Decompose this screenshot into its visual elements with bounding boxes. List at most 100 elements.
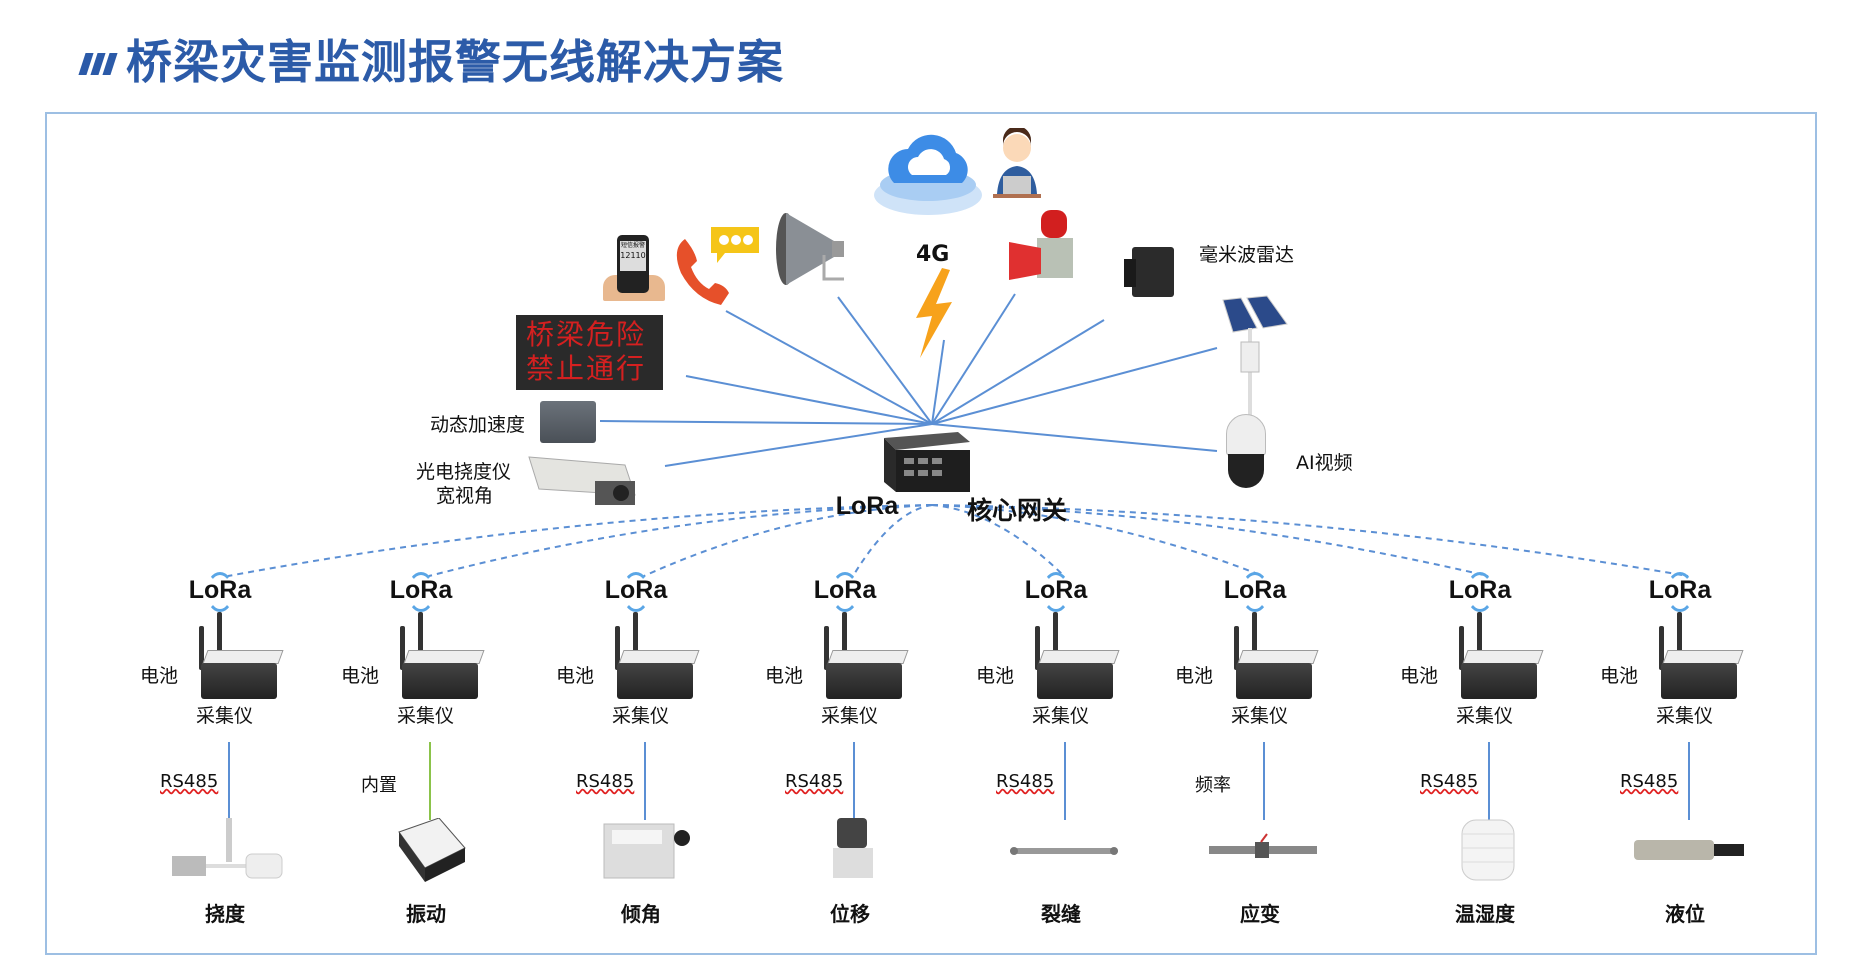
collector-device-icon (820, 612, 909, 699)
accelerometer-icon (540, 401, 596, 443)
lora-link-line (428, 504, 933, 577)
collector-device-icon (1455, 612, 1544, 699)
core-gateway-label: 核心网关 (967, 496, 1068, 525)
lora-link-line (852, 504, 933, 577)
solar-pole-icon (1217, 282, 1297, 422)
deflection-camera-label-1: 光电挠度仪 (416, 461, 512, 483)
wireless-link-line (685, 375, 933, 425)
operator-icon (989, 126, 1045, 202)
displacement-sensor-icon (793, 818, 913, 882)
deflection-camera-label-2: 宽视角 (436, 485, 494, 507)
led-sign-line-1: 桥梁危险 (526, 318, 647, 351)
lora-signal-icon (1241, 572, 1269, 612)
wireless-link-line (931, 347, 1218, 425)
wireless-link-line (931, 339, 945, 425)
wireless-link-line (931, 293, 1016, 425)
battery-label: 电池 (140, 665, 179, 687)
battery-label: 电池 (1400, 665, 1439, 687)
sensor-link-line (644, 742, 646, 820)
collector-label: 采集仪 (1456, 705, 1514, 727)
link-type-label: RS485 (1620, 771, 1679, 792)
strain-gauge-icon (1203, 818, 1323, 882)
radar-label: 毫米波雷达 (1199, 244, 1295, 266)
phone-hand-icon: 短信报警 12110 (603, 235, 665, 301)
wireless-link-line (931, 423, 1218, 452)
lora-link-line (643, 504, 933, 577)
wireless-link-line (931, 319, 1105, 425)
deflection-sensor-icon (168, 818, 288, 882)
lora-signal-icon (206, 572, 234, 612)
sensor-link-line (853, 742, 855, 820)
sensor-name-label: 温湿度 (1455, 902, 1515, 926)
horn-speaker-icon (774, 211, 850, 287)
sensor-name-label: 振动 (406, 902, 446, 926)
chat-bubble-icon (709, 225, 761, 265)
lora-signal-icon (1042, 572, 1070, 612)
gateway-lora-label: LoRa (835, 492, 899, 520)
collector-device-icon (611, 612, 700, 699)
cloud-icon (872, 113, 984, 219)
thermo-hygrometer-icon (1428, 818, 1548, 882)
battery-label: 电池 (1175, 665, 1214, 687)
lora-signal-icon (1666, 572, 1694, 612)
sensor-link-line (1488, 742, 1490, 820)
sensor-link-line (1688, 742, 1690, 820)
link-type-label: RS485 (576, 771, 635, 792)
link-type-label: RS485 (1420, 771, 1479, 792)
ptz-camera-icon (1220, 414, 1272, 488)
collector-label: 采集仪 (1231, 705, 1289, 727)
camera-housing-icon (525, 451, 642, 511)
collector-label: 采集仪 (1032, 705, 1090, 727)
accelerometer-label: 动态加速度 (430, 414, 526, 436)
sensor-name-label: 挠度 (205, 902, 245, 926)
lora-link-line (931, 504, 1264, 577)
crack-meter-icon (1004, 818, 1124, 882)
collector-label: 采集仪 (612, 705, 670, 727)
sensor-name-label: 应变 (1240, 902, 1280, 926)
network-4g-label: 4G (916, 242, 950, 267)
vibration-chip-icon (369, 817, 489, 882)
page-title: 桥梁灾害监测报警无线解决方案 (126, 35, 784, 89)
lora-link-line (931, 504, 1689, 577)
lora-signal-icon (831, 572, 859, 612)
collector-label: 采集仪 (821, 705, 879, 727)
sensor-name-label: 裂缝 (1041, 902, 1081, 926)
lora-link-line (931, 504, 1065, 577)
lora-signal-icon (622, 572, 650, 612)
sensor-name-label: 液位 (1665, 902, 1705, 926)
sensor-name-label: 倾角 (621, 902, 661, 926)
phone-screen-header: 短信报警 (620, 242, 645, 249)
collector-device-icon (1031, 612, 1120, 699)
link-type-label: RS485 (785, 771, 844, 792)
collector-label: 采集仪 (397, 705, 455, 727)
battery-label: 电池 (976, 665, 1015, 687)
sensor-link-line (1263, 742, 1265, 820)
sensor-link-line (429, 742, 431, 820)
collector-label: 采集仪 (196, 705, 254, 727)
core-gateway-icon (878, 428, 974, 494)
wireless-link-line (599, 420, 933, 425)
radar-icon (1122, 243, 1176, 299)
battery-label: 电池 (765, 665, 804, 687)
led-sign-line-2: 禁止通行 (526, 352, 647, 385)
collector-label: 采集仪 (1656, 705, 1714, 727)
battery-label: 电池 (1600, 665, 1639, 687)
link-type-label: 频率 (1195, 775, 1231, 796)
telephone-icon (671, 233, 741, 309)
link-type-label: RS485 (160, 771, 219, 792)
page-header: 桥梁灾害监测报警无线解决方案 (78, 26, 784, 92)
link-type-label: RS485 (996, 771, 1055, 792)
collector-device-icon (195, 612, 284, 699)
diagram-frame (45, 112, 1817, 955)
sensor-link-line (228, 742, 230, 820)
siren-icon (1007, 208, 1087, 286)
battery-label: 电池 (341, 665, 380, 687)
wireless-link-line (725, 310, 933, 425)
lightning-icon (908, 268, 956, 358)
link-type-label: 内置 (361, 775, 397, 796)
sensor-name-label: 位移 (830, 902, 870, 926)
sensor-link-line (1064, 742, 1066, 820)
phone-screen-number: 12110 (620, 251, 646, 260)
collector-device-icon (1655, 612, 1744, 699)
